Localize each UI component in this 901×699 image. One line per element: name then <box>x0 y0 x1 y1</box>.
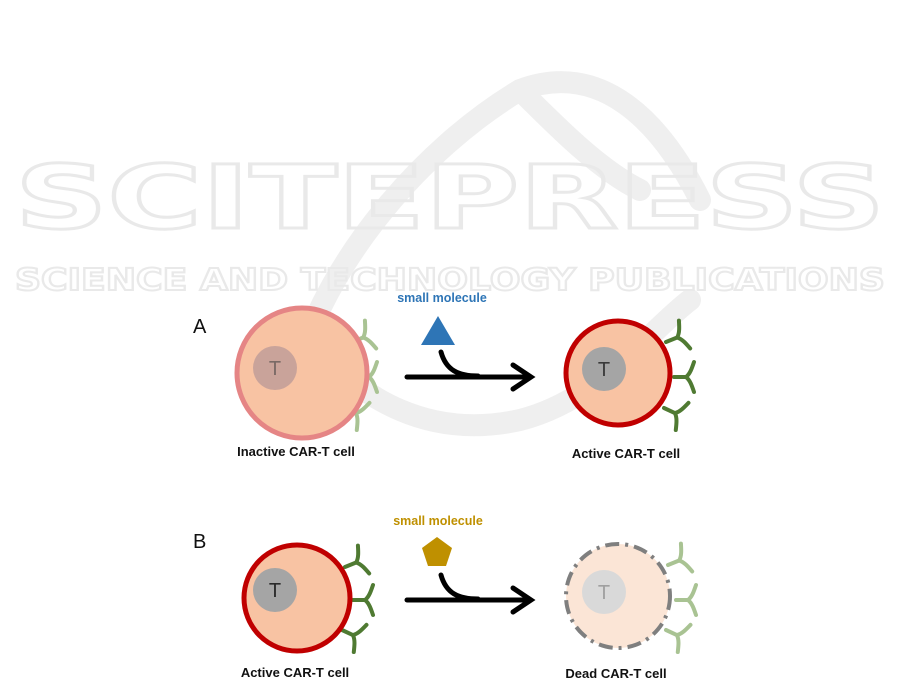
triangle-molecule-icon <box>421 316 455 345</box>
watermark-brand: SCITEPRESS <box>15 146 885 249</box>
cell-active: T Active CAR-T cell <box>241 545 373 680</box>
reaction-arrow <box>407 352 531 389</box>
watermark: SCITEPRESS SCIENCE AND TECHNOLOGY PUBLIC… <box>15 82 885 425</box>
panel-a-letter: A <box>193 316 207 338</box>
cell-active: T Active CAR-T cell <box>566 321 694 461</box>
panel-b-letter: B <box>193 531 206 553</box>
cell-caption: Active CAR-T cell <box>241 665 349 680</box>
panel-a: A T Inactive CAR-T cell small molecule <box>193 291 694 461</box>
cell-inactive: T Inactive CAR-T cell <box>237 308 377 459</box>
panel-b: B T Active CAR-T cell small molecule <box>193 514 696 681</box>
nucleus-letter: T <box>598 359 610 381</box>
reaction-arrow <box>407 575 531 612</box>
cell-caption: Dead CAR-T cell <box>565 666 666 681</box>
nucleus-letter: T <box>269 358 281 380</box>
pentagon-molecule-icon <box>422 537 452 566</box>
nucleus-letter: T <box>598 582 610 604</box>
cell-caption: Active CAR-T cell <box>572 446 680 461</box>
cell-caption: Inactive CAR-T cell <box>237 444 355 459</box>
cell-dead: T Dead CAR-T cell <box>565 544 696 681</box>
molecule-label: small molecule <box>393 514 483 528</box>
molecule-label: small molecule <box>397 291 487 305</box>
nucleus-letter: T <box>269 580 281 602</box>
